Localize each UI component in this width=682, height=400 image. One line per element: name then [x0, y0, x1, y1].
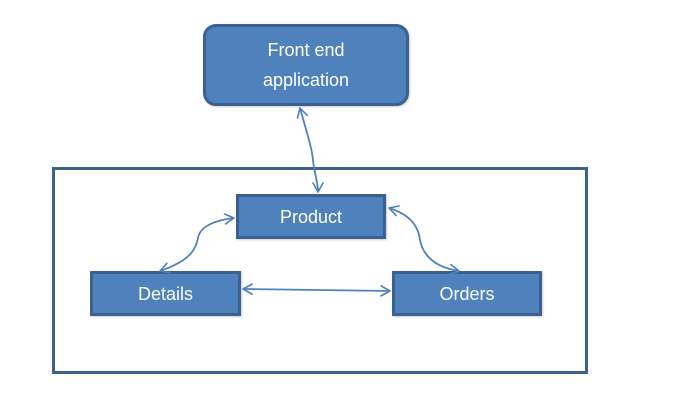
orders-node[interactable]: Orders: [392, 271, 542, 316]
orders-label: Orders: [439, 283, 495, 304]
details-label: Details: [137, 283, 194, 304]
details-node[interactable]: Details: [90, 271, 241, 316]
frontend-application-label: Front end application: [262, 40, 350, 90]
product-node[interactable]: Product: [236, 194, 386, 239]
product-label: Product: [279, 206, 343, 227]
frontend-application-node[interactable]: Front end application: [203, 24, 409, 106]
